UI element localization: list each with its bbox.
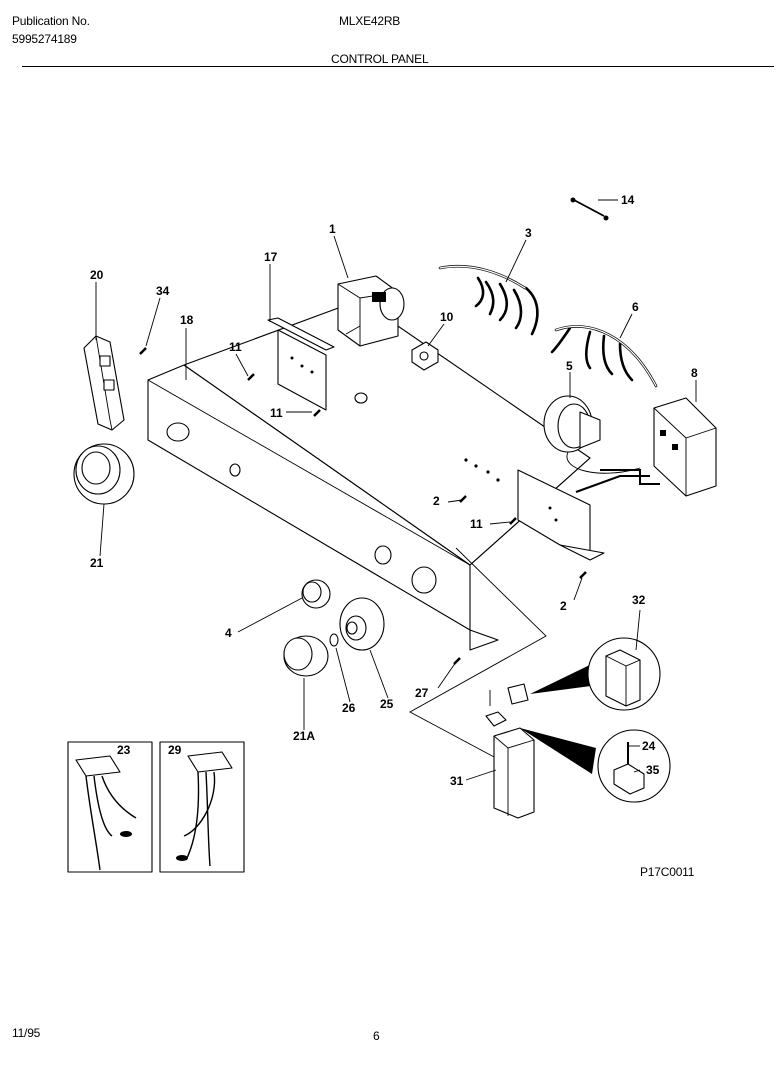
callout-5: 5	[566, 359, 573, 373]
callout-32: 32	[632, 593, 646, 607]
callout-17: 17	[264, 250, 278, 264]
inset-harness-29	[159, 741, 245, 873]
footer-date: 11/95	[12, 1026, 41, 1040]
callout-14: 14	[621, 193, 635, 207]
control-module	[575, 397, 717, 497]
callout-2-lower: 2	[560, 599, 567, 613]
callout-8: 8	[691, 366, 698, 380]
callout-23: 23	[117, 743, 131, 757]
right-bracket	[517, 469, 605, 561]
callout-1: 1	[329, 222, 336, 236]
callout-21a: 21A	[293, 729, 315, 743]
callout-3: 3	[525, 226, 532, 240]
dial-skirt	[339, 597, 385, 651]
callout-labels: 1 2 2 3 4 5 6 8 10 11 11 11 14 17 18 20 …	[90, 193, 698, 788]
figure-code: P17C0011	[640, 865, 695, 879]
callout-11-middle: 11	[270, 406, 283, 420]
front-bracket	[485, 683, 535, 819]
jumper-wire	[570, 197, 609, 221]
leader-lines	[95, 199, 697, 781]
selector-switch	[411, 341, 439, 371]
callout-21: 21	[90, 556, 104, 570]
end-bracket	[83, 335, 125, 431]
lower-mount-outline	[409, 547, 547, 759]
detail-view-clip	[530, 637, 661, 711]
screws	[139, 347, 587, 665]
callout-27: 27	[415, 686, 429, 700]
callout-10: 10	[440, 310, 454, 324]
inset-harness-23	[67, 741, 153, 873]
callout-26: 26	[342, 701, 356, 715]
selector-knob	[283, 635, 329, 677]
callout-34: 34	[156, 284, 170, 298]
callout-24: 24	[642, 739, 656, 753]
pressure-switch	[543, 395, 641, 474]
publication-number: 5995274189	[12, 32, 77, 46]
small-knob	[301, 579, 331, 609]
callout-11-top: 11	[229, 340, 242, 354]
callout-35: 35	[646, 763, 660, 777]
publication-label: Publication No.	[12, 14, 90, 28]
header-rule	[22, 66, 774, 67]
large-knob	[73, 443, 135, 505]
wire-harness-upper	[438, 264, 539, 336]
spring-washer	[329, 633, 339, 647]
callout-4: 4	[225, 626, 232, 640]
callout-25: 25	[380, 697, 394, 711]
callout-2-upper: 2	[433, 494, 440, 508]
callout-20: 20	[90, 268, 104, 282]
callout-18: 18	[180, 313, 194, 327]
callout-6: 6	[632, 300, 639, 314]
timer	[337, 275, 405, 347]
wire-harness-lower	[550, 325, 658, 388]
callout-29: 29	[168, 743, 182, 757]
callout-31: 31	[450, 774, 464, 788]
section-title: CONTROL PANEL	[331, 52, 429, 66]
model-number: MLXE42RB	[339, 14, 401, 28]
callout-11-bottom: 11	[470, 517, 483, 531]
page-number: 6	[373, 1029, 380, 1043]
left-bracket	[267, 317, 335, 411]
